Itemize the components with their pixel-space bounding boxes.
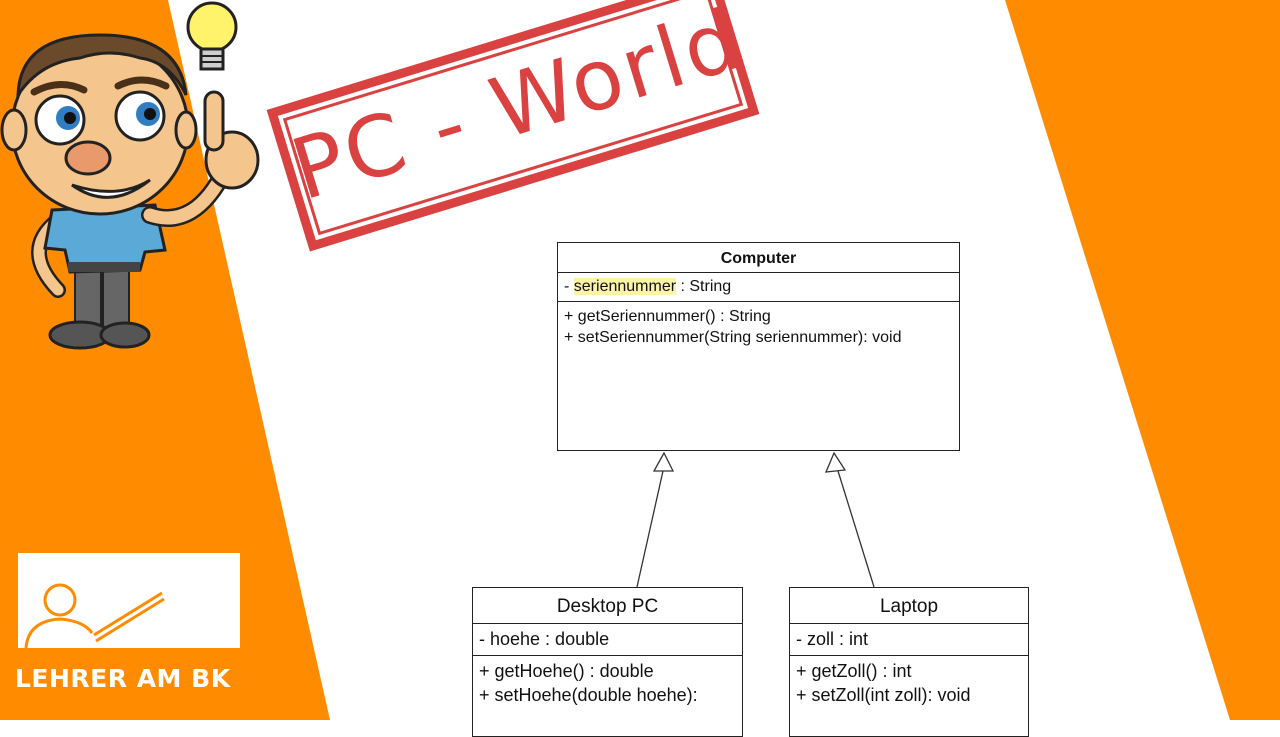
class-desktop-attributes: - hoehe : double [473, 624, 742, 656]
highlighted-attribute-name: seriennummer [573, 278, 677, 295]
desktop-inheritance-line [636, 470, 664, 588]
teacher-logo-icon [24, 583, 165, 649]
right-orange-band [1005, 0, 1280, 720]
method: + setHoehe(double hoehe): [479, 685, 698, 705]
laptop-inheritance-line [837, 470, 875, 588]
attribute-seriennummer: - seriennummer : String [564, 278, 732, 295]
attribute: - zoll : int [796, 629, 869, 649]
class-computer: Computer - seriennummer : String + getSe… [557, 242, 960, 451]
lightbulb-icon [186, 1, 238, 71]
class-desktop-pc: Desktop PC - hoehe : double + getHoehe()… [472, 587, 743, 737]
method: + getZoll() : int [796, 661, 912, 681]
method: + setSeriennummer(String seriennummer): … [564, 329, 902, 346]
logo-box [18, 553, 240, 649]
method: + getHoehe() : double [479, 661, 654, 681]
class-desktop-methods: + getHoehe() : double + setHoehe(double … [473, 656, 742, 707]
class-laptop-attributes: - zoll : int [790, 624, 1028, 656]
inheritance-arrows [636, 451, 875, 588]
logo-text: LEHRER AM BK [15, 664, 231, 693]
attribute: - hoehe : double [479, 629, 610, 649]
class-laptop: Laptop - zoll : int + getZoll() : int + … [789, 587, 1029, 737]
teacher-cartoon [0, 1, 260, 350]
laptop-inheritance-arrowhead [824, 451, 847, 473]
method: + setZoll(int zoll): void [796, 685, 971, 705]
desktop-inheritance-arrowhead [652, 451, 675, 472]
class-computer-attributes: - seriennummer : String [558, 273, 959, 302]
method: + getSeriennummer() : String [564, 308, 771, 325]
class-laptop-name: Laptop [790, 588, 1028, 624]
class-desktop-name: Desktop PC [473, 588, 742, 624]
class-laptop-methods: + getZoll() : int + setZoll(int zoll): v… [790, 656, 1028, 707]
class-computer-name: Computer [558, 243, 959, 273]
class-computer-methods: + getSeriennummer() : String + setSerien… [558, 302, 959, 348]
